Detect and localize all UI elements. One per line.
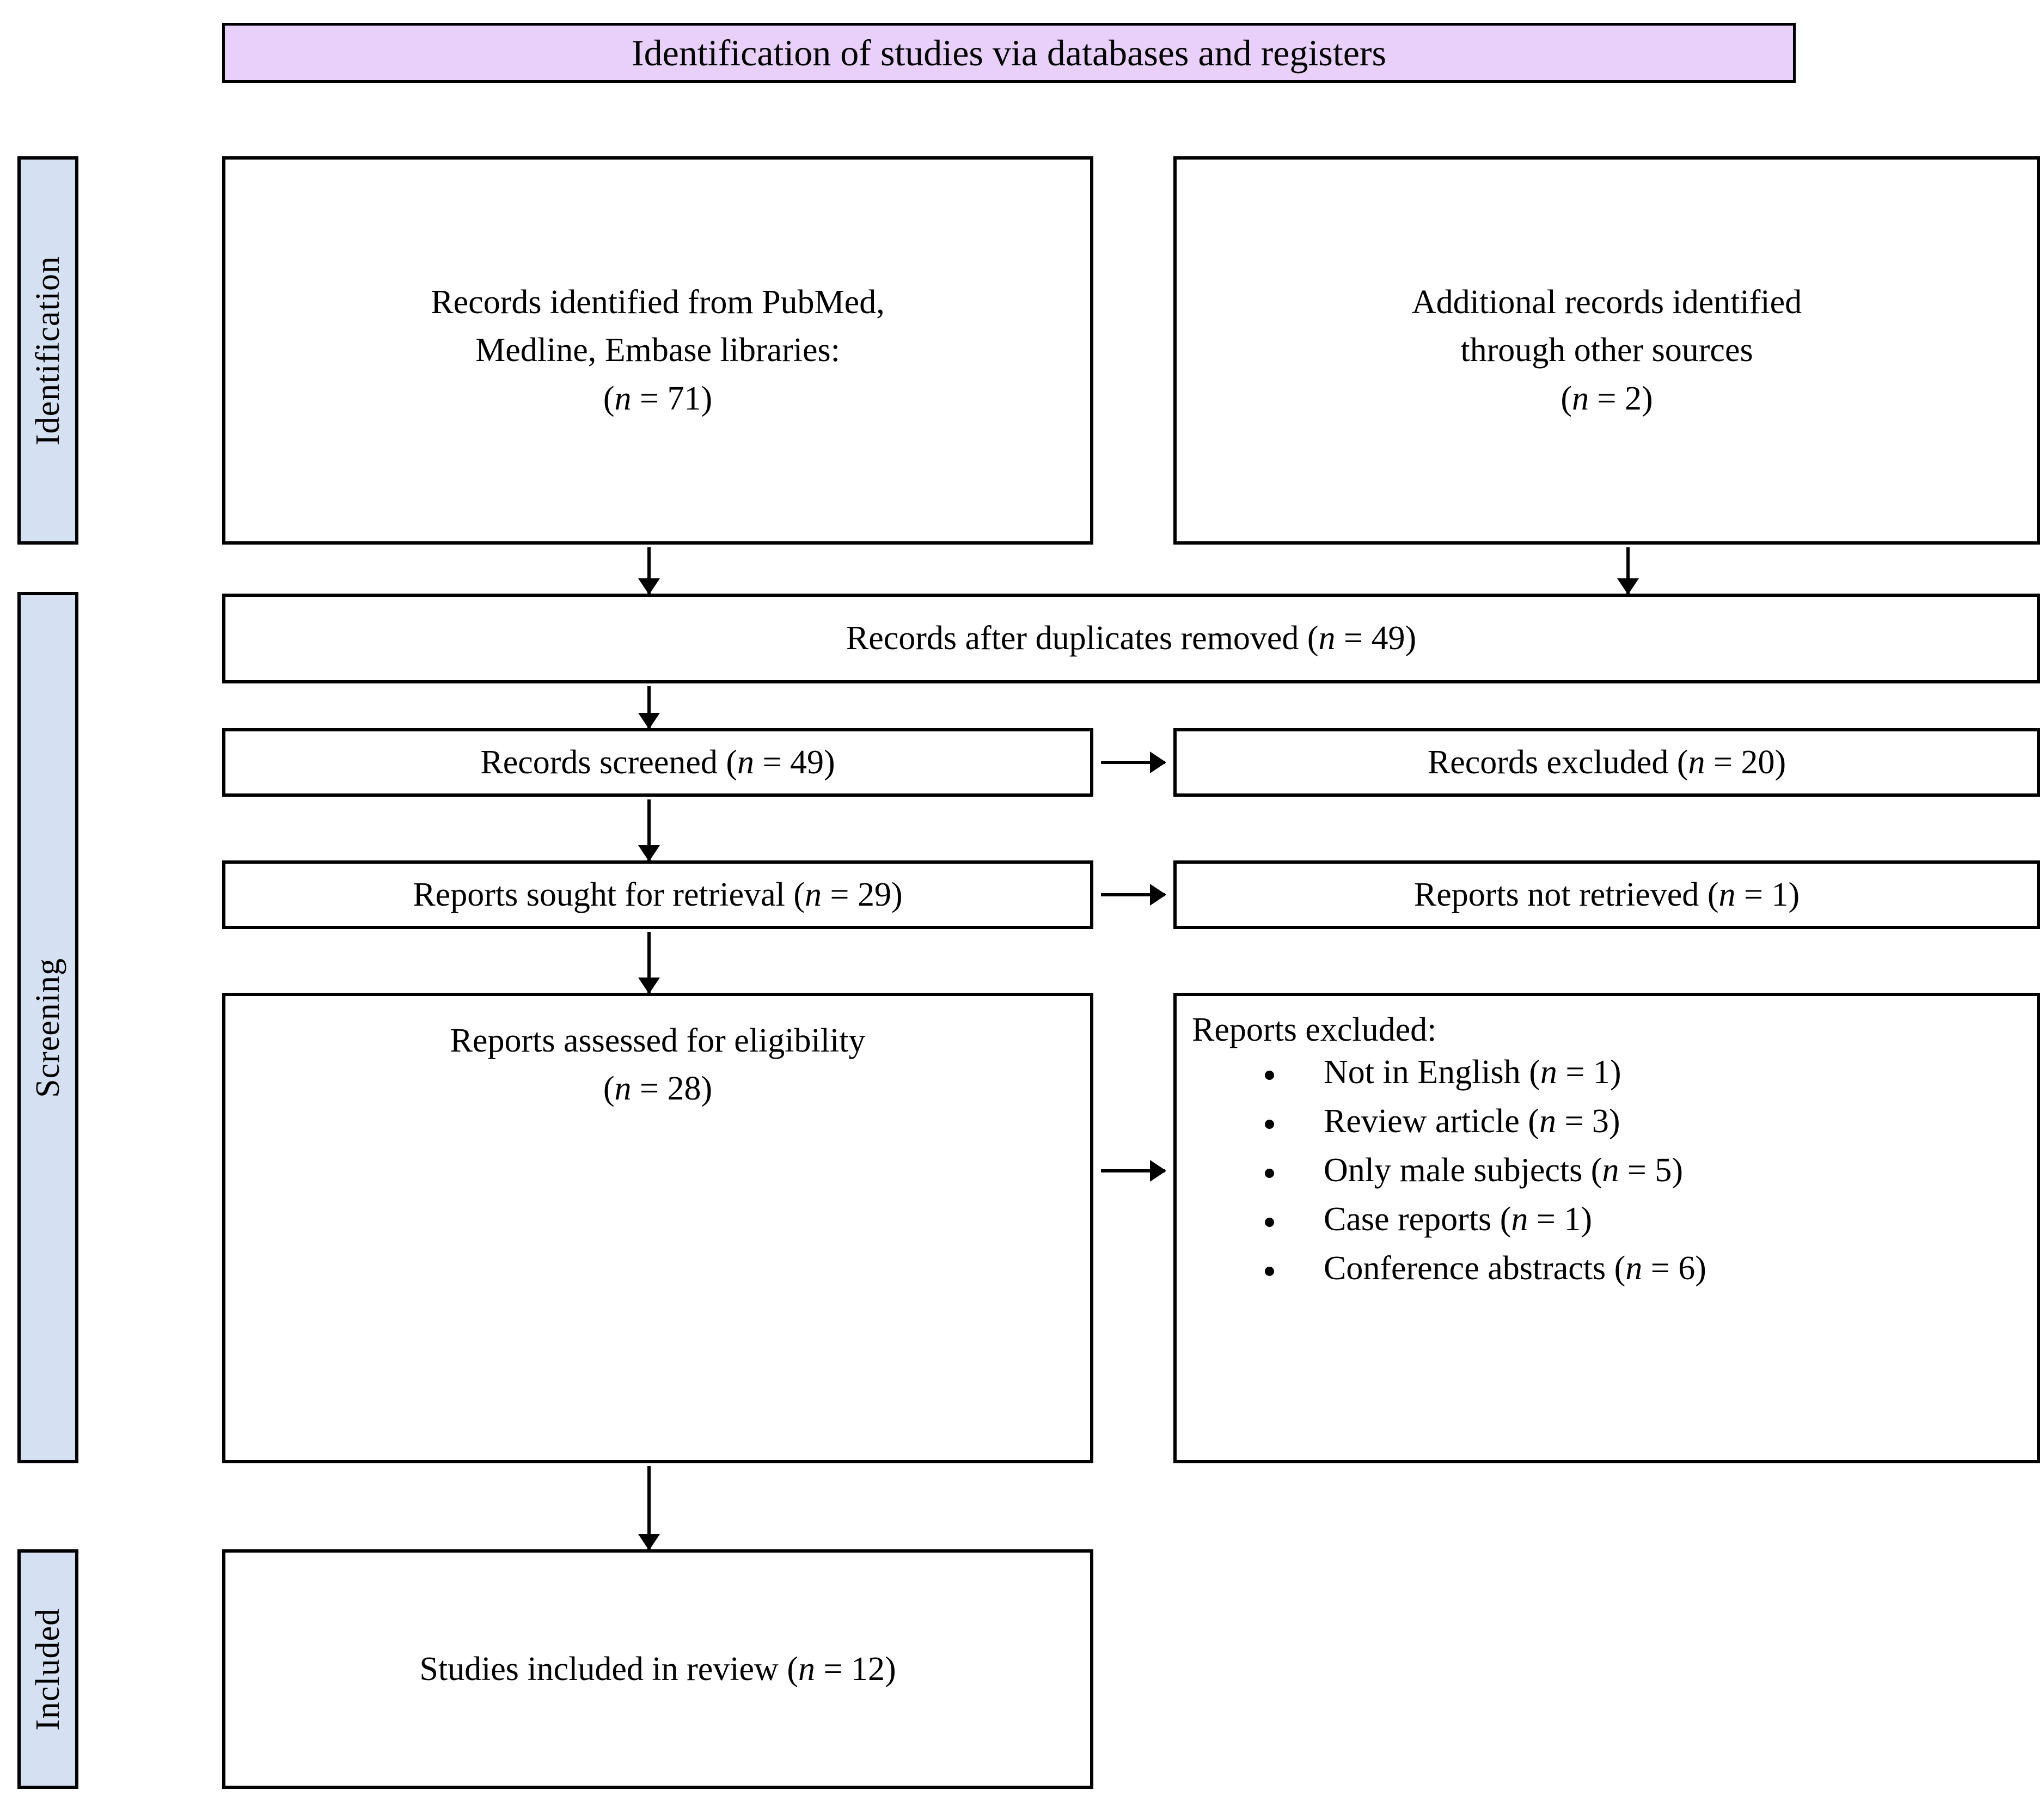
- n-symbol: n: [1540, 1053, 1557, 1091]
- n-value: 49: [1371, 620, 1405, 657]
- box-duplicates-text: Records after duplicates removed: [846, 620, 1299, 657]
- arrow-shaft: [647, 932, 651, 993]
- arrow-head-down-icon: [638, 713, 660, 729]
- n-value: 1: [1771, 876, 1789, 913]
- n-symbol: n: [1602, 1151, 1619, 1189]
- n-symbol: n: [614, 380, 632, 417]
- arrow-shaft: [1101, 1169, 1165, 1172]
- list-item: Not in English (n = 1): [1260, 1055, 2027, 1089]
- n-symbol: n: [798, 1650, 815, 1688]
- box-reports-excluded: Reports excluded: Not in English (n = 1)…: [1173, 993, 2040, 1463]
- box-reports-assessed-for-eligibility: Reports assessed for eligibility (n = 28…: [222, 993, 1093, 1463]
- box-additional-records-line1: Additional records identified: [1411, 284, 1802, 321]
- box-studies-included-count: (n = 12): [787, 1650, 896, 1688]
- arrow-shaft: [647, 799, 651, 860]
- arrow-head-down-icon: [638, 1534, 660, 1550]
- n-value: 6: [1678, 1249, 1696, 1287]
- box-records-excluded-text: Records excluded: [1427, 743, 1669, 781]
- arrow-shaft: [1626, 547, 1630, 594]
- n-symbol: n: [1625, 1249, 1643, 1287]
- stage-label-included: Included: [17, 1549, 78, 1789]
- n-symbol: n: [614, 1070, 632, 1108]
- n-symbol: n: [737, 743, 755, 781]
- n-value: 28: [667, 1070, 701, 1108]
- n-symbol: n: [1318, 620, 1336, 657]
- box-records-identified-databases: Records identified from PubMed, Medline,…: [222, 156, 1093, 545]
- n-symbol: n: [1718, 876, 1736, 913]
- list-item: Only male subjects (n = 5): [1260, 1153, 2027, 1187]
- arrow-shaft: [1101, 761, 1165, 764]
- box-assessed-line1: Reports assessed for eligibility: [450, 1022, 866, 1059]
- exclusion-reason-label: Not in English: [1324, 1053, 1521, 1091]
- box-records-excluded: Records excluded (n = 20): [1173, 728, 2040, 797]
- n-symbol: n: [1572, 380, 1589, 417]
- stage-label-screening: Screening: [17, 592, 78, 1463]
- arrow-head-down-icon: [1617, 578, 1639, 595]
- n-symbol: n: [1688, 743, 1705, 781]
- box-sought-count: (n = 29): [793, 876, 903, 913]
- arrow-shaft: [647, 1466, 651, 1549]
- exclusion-reason-label: Conference abstracts: [1324, 1249, 1606, 1287]
- exclusion-reason-label: Case reports: [1324, 1200, 1492, 1238]
- reports-excluded-heading: Reports excluded:: [1192, 1011, 1437, 1048]
- diagram-banner: Identification of studies via databases …: [222, 23, 1796, 83]
- n-value: 71: [667, 380, 701, 417]
- reports-excluded-list: Not in English (n = 1) Review article (n…: [1192, 1055, 2027, 1285]
- box-records-identified-line1: Records identified from PubMed,: [431, 284, 885, 321]
- n-value: 1: [1564, 1200, 1581, 1238]
- n-value: 2: [1624, 380, 1642, 417]
- box-assessed-count: (n = 28): [603, 1070, 713, 1108]
- arrow-shaft: [1101, 893, 1165, 896]
- list-item: Review article (n = 3): [1260, 1104, 2027, 1138]
- n-symbol: n: [1511, 1200, 1528, 1238]
- arrow-shaft: [647, 686, 651, 728]
- n-symbol: n: [805, 876, 822, 913]
- box-not-retrieved-count: (n = 1): [1707, 876, 1800, 913]
- n-value: 20: [1741, 743, 1775, 781]
- box-screened-count: (n = 49): [726, 743, 835, 781]
- stage-label-screening-text: Screening: [29, 957, 66, 1098]
- exclusion-reason-label: Review article: [1324, 1102, 1520, 1140]
- n-value: 1: [1593, 1053, 1610, 1091]
- box-records-after-duplicates-removed: Records after duplicates removed (n = 49…: [222, 594, 2040, 683]
- box-studies-included-in-review: Studies included in review (n = 12): [222, 1549, 1093, 1789]
- arrow-head-right-icon: [1150, 1160, 1166, 1182]
- box-not-retrieved-text: Reports not retrieved: [1413, 876, 1699, 913]
- list-item: Conference abstracts (n = 6): [1260, 1251, 2027, 1285]
- arrow-head-down-icon: [638, 845, 660, 862]
- box-sought-text: Reports sought for retrieval: [413, 876, 785, 913]
- box-records-identified-line2: Medline, Embase libraries:: [475, 332, 840, 369]
- box-additional-records-other-sources: Additional records identified through ot…: [1173, 156, 2040, 545]
- n-value: 29: [858, 876, 891, 913]
- box-screened-text: Records screened: [480, 743, 718, 781]
- arrow-head-right-icon: [1150, 752, 1166, 773]
- n-value: 5: [1655, 1151, 1672, 1189]
- stage-label-identification: Identification: [17, 156, 78, 545]
- box-duplicates-count: (n = 49): [1307, 620, 1417, 657]
- exclusion-reason-label: Only male subjects: [1324, 1151, 1583, 1189]
- box-reports-not-retrieved: Reports not retrieved (n = 1): [1173, 860, 2040, 929]
- box-studies-included-text: Studies included in review: [419, 1650, 779, 1688]
- arrow-head-down-icon: [638, 578, 660, 595]
- n-symbol: n: [1539, 1102, 1556, 1140]
- box-additional-records-count: (n = 2): [1560, 380, 1653, 417]
- box-records-excluded-count: (n = 20): [1676, 743, 1786, 781]
- n-value: 12: [850, 1650, 885, 1688]
- arrow-head-down-icon: [638, 978, 660, 994]
- box-additional-records-line2: through other sources: [1460, 332, 1753, 369]
- list-item: Case reports (n = 1): [1260, 1202, 2027, 1236]
- banner-title: Identification of studies via databases …: [632, 32, 1386, 74]
- box-records-screened: Records screened (n = 49): [222, 728, 1093, 797]
- arrow-head-right-icon: [1150, 884, 1166, 906]
- n-value: 3: [1592, 1102, 1609, 1140]
- n-value: 49: [790, 743, 824, 781]
- box-records-identified-count: (n = 71): [603, 380, 713, 417]
- stage-label-included-text: Included: [29, 1608, 66, 1731]
- box-reports-sought-for-retrieval: Reports sought for retrieval (n = 29): [222, 860, 1093, 929]
- arrow-shaft: [647, 547, 651, 594]
- stage-label-identification-text: Identification: [29, 255, 66, 445]
